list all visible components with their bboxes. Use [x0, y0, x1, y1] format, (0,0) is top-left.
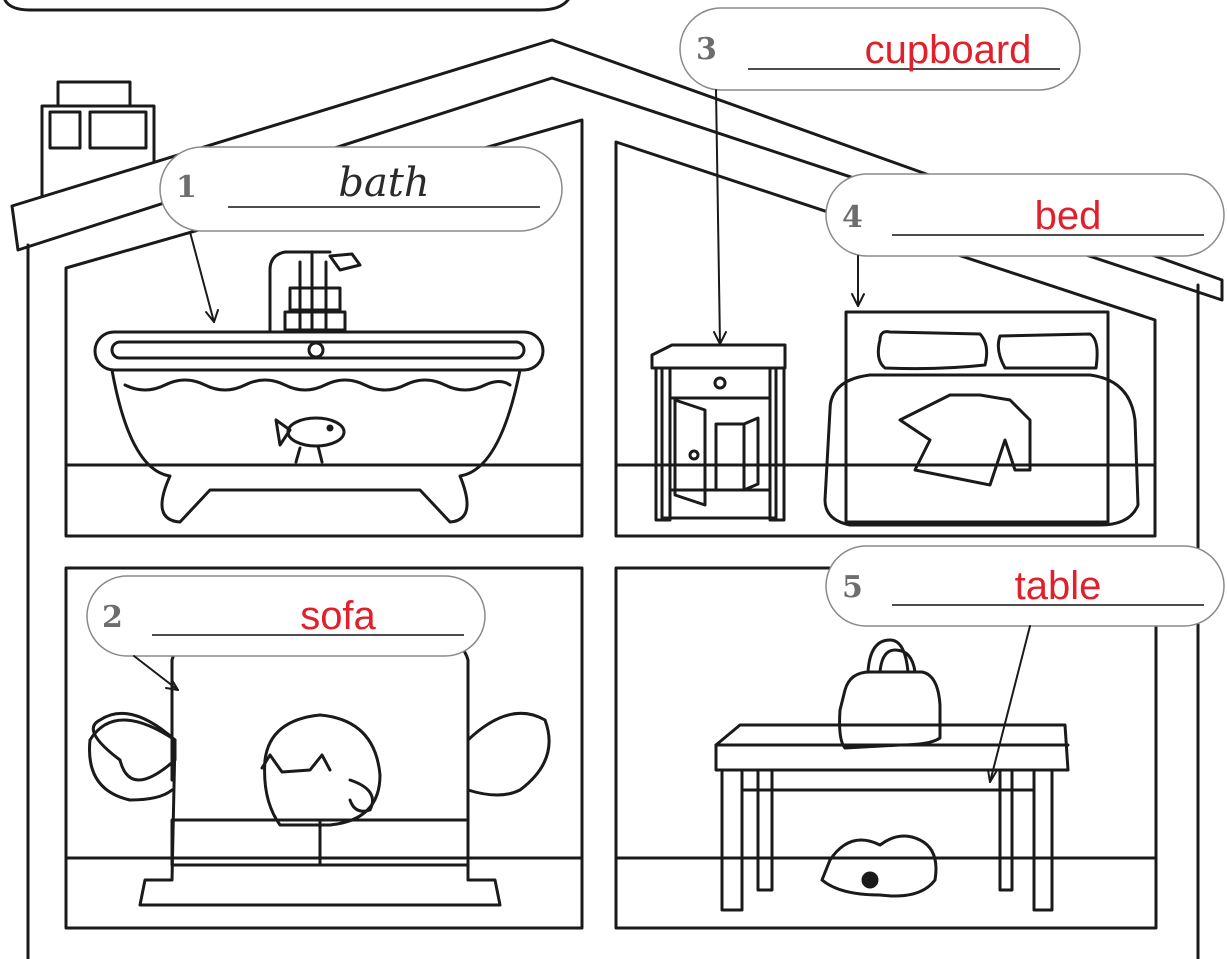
living-room: [64, 566, 584, 930]
label-number: 5: [842, 570, 863, 605]
label-number: 3: [696, 32, 717, 67]
pointer-arrows: [133, 89, 1031, 783]
sofa-drawing: [88, 623, 551, 907]
bed-drawing: [823, 310, 1140, 527]
answer-text[interactable]: bed: [1034, 194, 1102, 238]
label-number: 1: [176, 170, 197, 205]
label-pill-2: [86, 575, 486, 657]
answer-line: [892, 234, 1204, 236]
answer-line: [228, 206, 540, 208]
answer-text[interactable]: sofa: [300, 594, 376, 638]
label-number: 2: [102, 600, 123, 635]
top-frame-fragment: [3, 0, 570, 12]
answer-text[interactable]: bath: [338, 160, 430, 206]
table-drawing: [714, 638, 1070, 912]
answer-line: [152, 634, 464, 636]
answer-text[interactable]: table: [1014, 564, 1102, 608]
answer-line: [892, 604, 1204, 606]
bathtub-drawing: [93, 250, 545, 524]
answer-line: [748, 68, 1060, 70]
label-number: 4: [842, 200, 863, 235]
label-pill-1: [159, 146, 563, 232]
cupboard-drawing: [650, 343, 787, 522]
answer-text[interactable]: cupboard: [864, 28, 1032, 72]
label-pill-5: [825, 545, 1225, 627]
